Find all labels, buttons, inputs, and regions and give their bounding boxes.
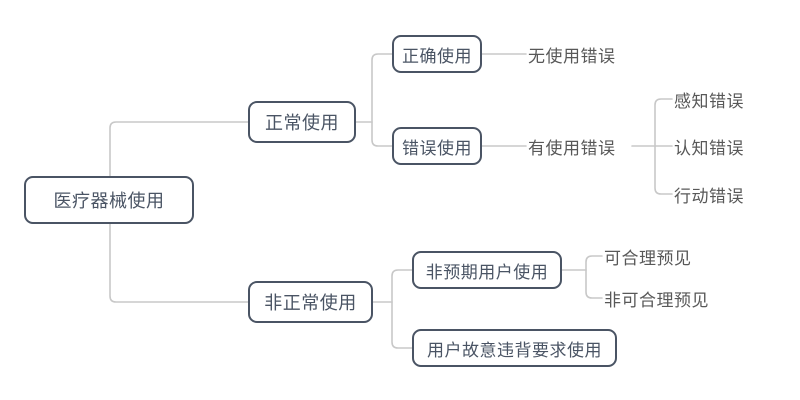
wire-abnormal-to-unintended [391, 269, 413, 303]
node-erroneous-use[interactable]: 错误使用 [392, 127, 482, 165]
node-intentional-violation-use[interactable]: 用户故意违背要求使用 [412, 329, 617, 367]
wire-to-not-foreseeable [585, 269, 603, 299]
node-unintended-user-use[interactable]: 非预期用户使用 [412, 251, 562, 289]
leaf-no-use-error: 无使用错误 [528, 42, 616, 67]
wire-normal-to-erroneous [371, 121, 393, 147]
wire-to-action [654, 145, 673, 195]
leaf-cognition-error: 认知错误 [674, 134, 744, 159]
wire-root-to-abnormal [109, 199, 249, 303]
wire-normal-to-correct [371, 53, 393, 123]
leaf-action-error: 行动错误 [674, 182, 744, 207]
node-root[interactable]: 医疗器械使用 [24, 176, 194, 224]
node-abnormal-use[interactable]: 非正常使用 [248, 281, 373, 323]
node-normal-use[interactable]: 正常使用 [248, 101, 356, 143]
wire-to-perception [654, 98, 673, 147]
node-correct-use[interactable]: 正确使用 [392, 35, 482, 73]
leaf-has-use-error: 有使用错误 [528, 134, 616, 159]
wire-to-foreseeable [585, 255, 603, 271]
wire-root-to-normal [109, 121, 249, 201]
wire-abnormal-to-violation [391, 301, 413, 349]
leaf-reasonably-foreseeable: 可合理预见 [604, 244, 692, 269]
leaf-perception-error: 感知错误 [674, 87, 744, 112]
leaf-not-reasonably-foreseeable: 非可合理预见 [604, 286, 709, 311]
